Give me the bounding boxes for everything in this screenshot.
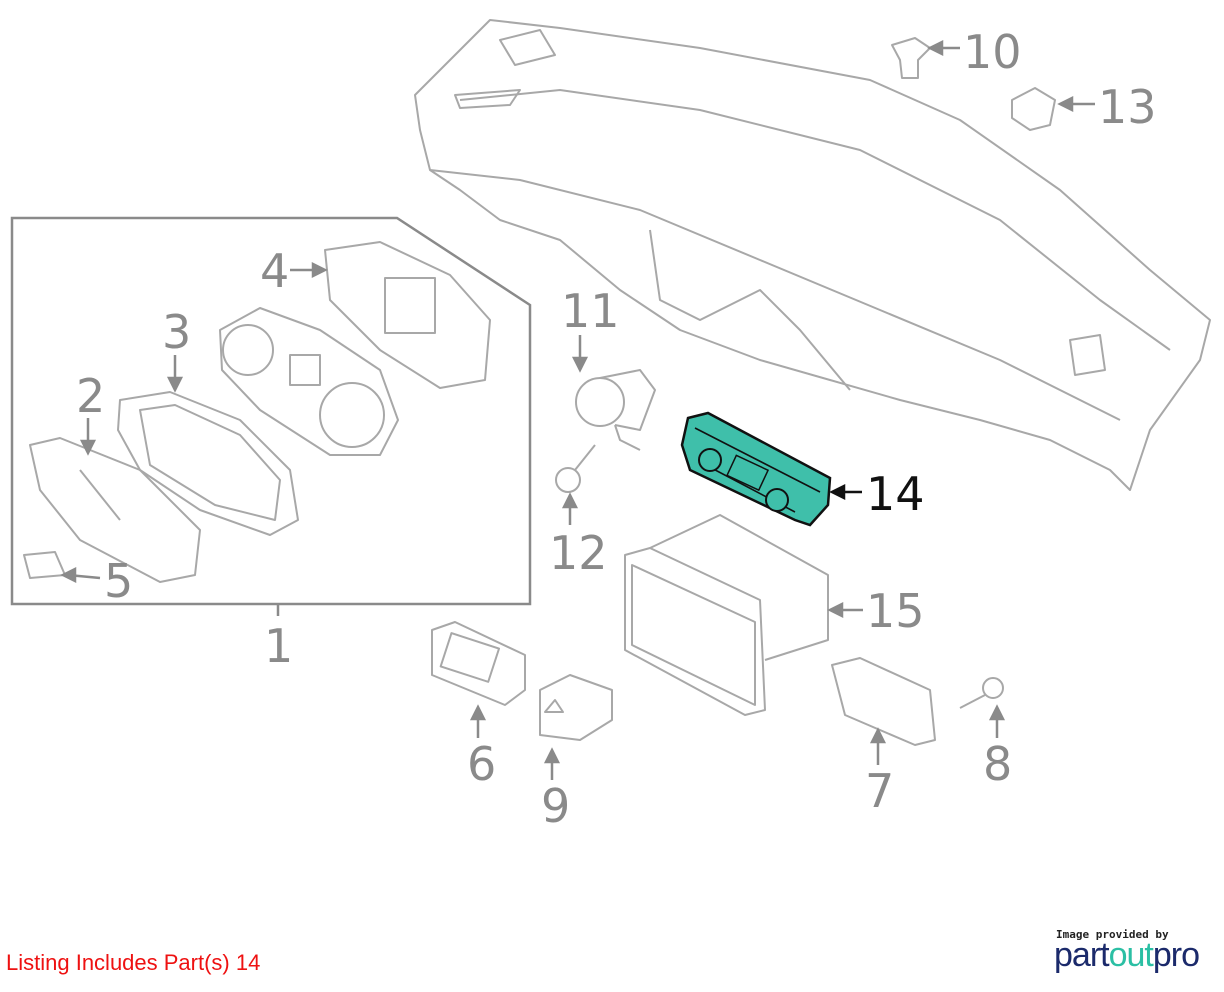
logo-out: out <box>1108 936 1154 974</box>
callout-10: 10 <box>963 25 1022 79</box>
partoutpro-logo: partoutpro <box>1054 936 1200 975</box>
leader-arrows <box>60 39 1095 780</box>
leader-arrow-14 <box>829 483 862 501</box>
dashboard-panel <box>414 19 1211 491</box>
callout-11: 11 <box>561 284 620 338</box>
callout-4: 4 <box>260 244 289 298</box>
callout-12: 12 <box>549 526 608 580</box>
part-9-hazard-switch <box>539 674 613 741</box>
part-14-climate-control <box>680 411 832 527</box>
callout-9: 9 <box>541 779 570 833</box>
part-11-ignition <box>575 369 656 451</box>
part-10-clip <box>891 37 931 79</box>
callout-8: 8 <box>983 737 1012 791</box>
callout-14: 14 <box>866 467 925 521</box>
image-credit: Image provided by <box>1056 928 1169 941</box>
part-8-bolt <box>959 677 1004 709</box>
part-13-button <box>1011 87 1056 131</box>
part-7-bracket <box>831 657 936 746</box>
part-15-head-unit <box>624 514 829 716</box>
listing-parts-note: Listing Includes Part(s) 14 <box>6 950 261 975</box>
assembly-group-box <box>10 216 532 606</box>
callout-1: 1 <box>264 619 293 673</box>
callout-15: 15 <box>866 584 925 638</box>
part-5-cap <box>23 551 66 579</box>
cluster-circuit-board <box>324 241 491 389</box>
part-6-switch <box>431 621 526 706</box>
callout-2: 2 <box>76 369 105 423</box>
callout-6: 6 <box>467 737 496 791</box>
callout-7: 7 <box>865 764 894 818</box>
callout-5: 5 <box>104 554 133 608</box>
callout-3: 3 <box>162 305 191 359</box>
callout-13: 13 <box>1098 80 1157 134</box>
logo-pro: pro <box>1152 936 1200 974</box>
cluster-gauges <box>219 307 399 456</box>
cluster-bezel <box>117 391 299 536</box>
part-12-screw <box>555 444 596 493</box>
logo-part: part <box>1054 936 1110 974</box>
